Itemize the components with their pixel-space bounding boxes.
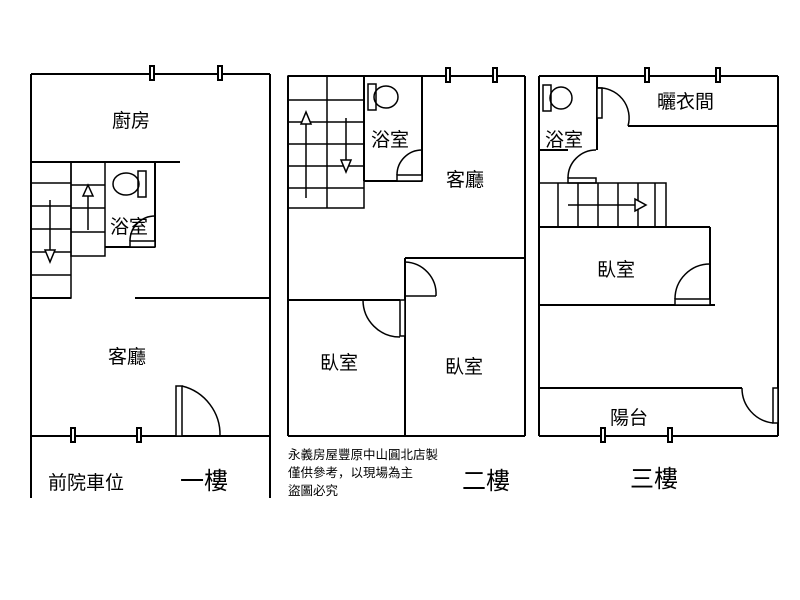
staircase [287, 75, 365, 209]
door [404, 261, 437, 297]
window [600, 427, 673, 443]
door [674, 263, 711, 306]
staircase [30, 161, 106, 299]
toilet-icon [367, 83, 399, 111]
room-label-bath: 浴室 [371, 129, 410, 151]
third-floor-plan [538, 67, 779, 443]
floor-title-second: 二樓 [462, 467, 510, 495]
door [129, 215, 156, 248]
room-label-bedroom: 臥室 [597, 259, 636, 281]
room-label-bath: 浴室 [110, 216, 149, 238]
second-floor-plan [287, 67, 526, 437]
notice-line: 盜圖必究 [288, 483, 339, 498]
window [445, 67, 498, 83]
room-label-living: 客廳 [108, 346, 147, 368]
door [175, 385, 221, 437]
room-label-living: 客廳 [446, 169, 485, 191]
door [396, 149, 423, 182]
room-label-parking: 前院車位 [48, 472, 125, 494]
room-label-balcony: 陽台 [610, 407, 649, 429]
room-label-laundry: 曬衣間 [657, 91, 715, 113]
notice-line: 永義房屋豐原中山圓北店製 [288, 447, 439, 462]
door [741, 387, 779, 424]
notice: 永義房屋豐原中山圓北店製 僅供參考，以現場為主 盜圖必究 [288, 446, 438, 500]
window [149, 65, 223, 81]
window [644, 67, 721, 83]
door [596, 87, 630, 127]
staircase [538, 182, 667, 228]
room-label-bath: 浴室 [545, 129, 584, 151]
floor-title-third: 三樓 [630, 465, 678, 493]
room-label-kitchen: 廚房 [112, 110, 151, 132]
toilet-icon [112, 170, 147, 198]
toilet-icon [542, 84, 573, 112]
notice-line: 僅供參考，以現場為主 [288, 465, 414, 480]
room-label-bedroom-left: 臥室 [320, 352, 359, 374]
door [362, 299, 406, 338]
door [567, 149, 597, 184]
room-label-bedroom-right: 臥室 [445, 356, 484, 378]
floor-title-first: 一樓 [180, 467, 228, 495]
window [70, 427, 142, 443]
first-floor-plan [30, 65, 271, 498]
